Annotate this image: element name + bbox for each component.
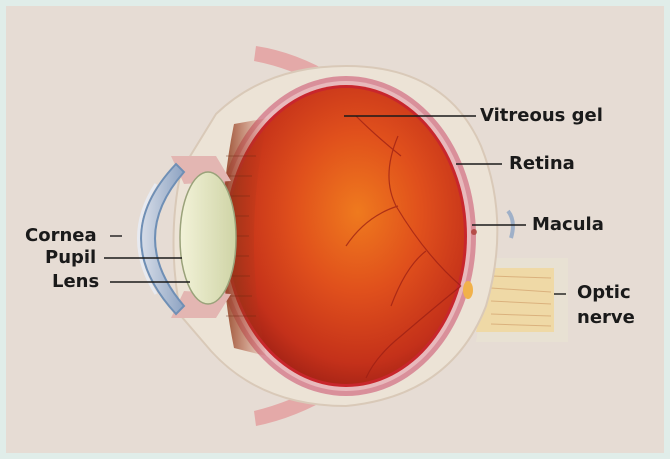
label-retina: Retina (509, 154, 575, 174)
label-lens: Lens (52, 272, 99, 292)
lens (180, 172, 236, 304)
label-pupil: Pupil (45, 248, 96, 268)
label-cornea: Cornea (25, 226, 97, 246)
label-optic-nerve-line2: nerve (577, 308, 635, 328)
diagram-canvas: Vitreous gel Retina Macula Optic nerve C… (6, 6, 664, 453)
label-macula: Macula (532, 215, 604, 235)
label-vitreous-gel: Vitreous gel (480, 106, 603, 126)
label-optic-nerve-line1: Optic (577, 283, 631, 303)
